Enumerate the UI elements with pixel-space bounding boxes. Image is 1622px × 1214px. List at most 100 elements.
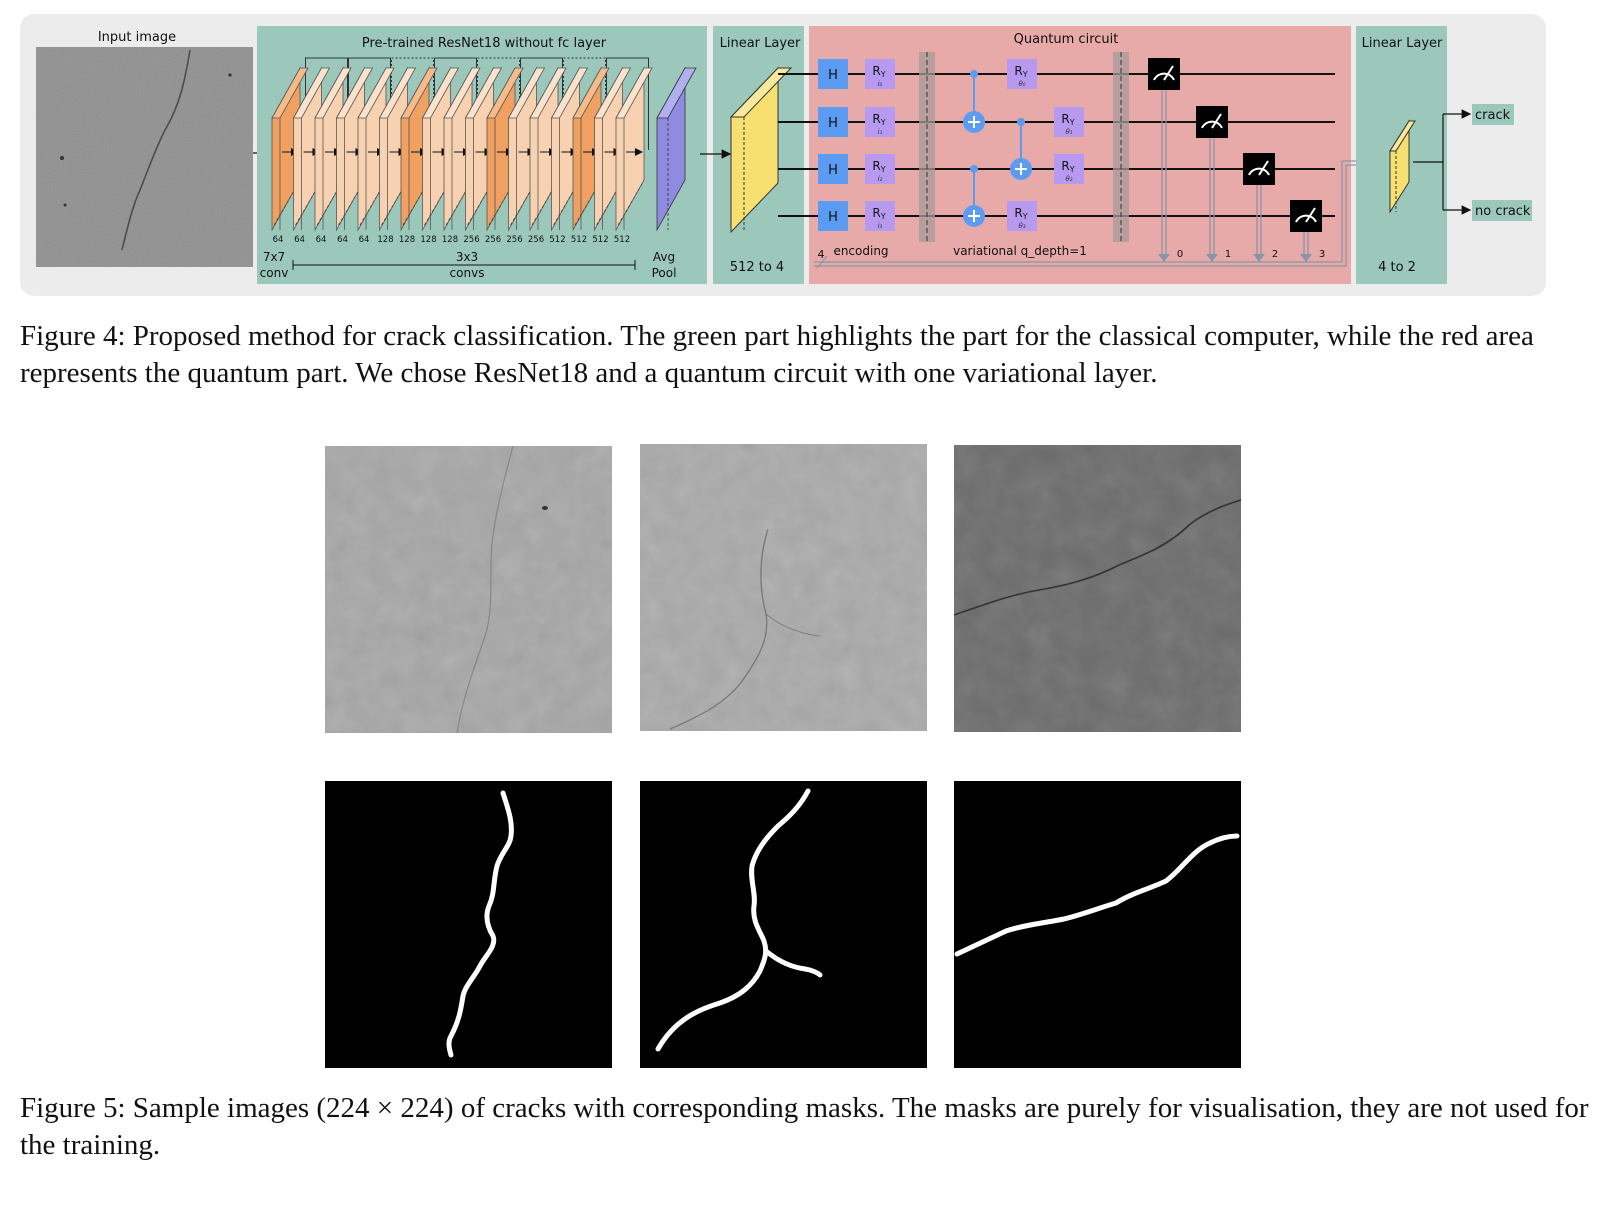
conv-layer: [443, 66, 481, 232]
svg-text:i₂: i₂: [878, 175, 883, 183]
channel-label: 128: [377, 235, 393, 245]
conv7-label-2: conv: [260, 266, 289, 280]
channel-label: 512: [549, 235, 565, 245]
output-crack-box: [1472, 104, 1514, 125]
sample-image-1: [325, 446, 612, 733]
quantum-title: Quantum circuit: [1014, 32, 1119, 47]
linear2-block: [1389, 119, 1416, 214]
measurement-gate: 3: [1290, 200, 1325, 262]
figure5-caption: Figure 5: Sample images (224 × 224) of c…: [20, 1092, 1589, 1161]
svg-text:H: H: [828, 68, 838, 83]
hadamard-gate: H: [818, 154, 848, 184]
svg-text:H: H: [828, 210, 838, 225]
conv3-label-2: convs: [450, 266, 485, 280]
figure4-caption: Figure 4: Proposed method for crack clas…: [20, 320, 1534, 389]
svg-text:i₀: i₀: [878, 80, 883, 88]
cnot-gate: [963, 165, 985, 227]
encoding-label: encoding: [833, 244, 888, 258]
channel-label: 256: [528, 235, 544, 245]
measure-index: 2: [1272, 249, 1278, 260]
channel-label: 256: [485, 235, 501, 245]
measure-index: 3: [1319, 249, 1325, 260]
output-no-crack-box: [1472, 200, 1532, 221]
hadamard-gate: H: [818, 107, 848, 137]
linear1-title: Linear Layer: [720, 36, 801, 51]
measurement-gate: 1: [1196, 106, 1231, 262]
svg-text:θ₁: θ₁: [1065, 128, 1072, 136]
sample-mask-3: [954, 781, 1241, 1068]
linear1-sub: 512 to 4: [730, 260, 784, 275]
linear2-sub: 4 to 2: [1378, 260, 1416, 275]
variational-label: variational q_depth=1: [953, 244, 1087, 258]
sample-mask-1: [325, 781, 612, 1068]
svg-text:θ₂: θ₂: [1065, 175, 1072, 183]
barrier-1: [919, 52, 935, 242]
svg-text:i₁: i₁: [878, 128, 883, 136]
register-size: 4: [818, 248, 825, 261]
channel-label: 64: [316, 235, 327, 245]
linear1-block: [729, 66, 793, 234]
sample-image-3: [954, 445, 1241, 732]
hadamard-gate: H: [818, 59, 848, 89]
svg-text:θ₃: θ₃: [1018, 222, 1025, 230]
barrier-2: [1113, 52, 1129, 242]
input-image-label: Input image: [98, 30, 176, 45]
channel-label: 256: [463, 235, 479, 245]
conv-layer: [335, 66, 374, 232]
channel-label: 512: [571, 235, 587, 245]
channel-label: 128: [420, 235, 436, 245]
conv-layer: [550, 66, 589, 232]
conv-layer: [464, 66, 503, 232]
measure-index: 1: [1225, 249, 1231, 260]
channel-label: 512: [614, 235, 630, 245]
conv-layer: [507, 66, 546, 232]
cnot-gate: [1010, 118, 1032, 180]
conv-layer: [593, 66, 632, 232]
output-crack: crack: [1475, 108, 1511, 123]
avgpool-layer: [656, 66, 697, 232]
channel-label: 64: [273, 235, 284, 245]
measure-index: 0: [1177, 249, 1183, 260]
channel-label: 512: [592, 235, 608, 245]
conv-layer: [292, 66, 331, 232]
sample-mask-2: [640, 781, 927, 1068]
conv-layer: [572, 66, 610, 232]
conv-layer: [271, 66, 309, 232]
channel-label: 64: [337, 235, 348, 245]
channel-label: 64: [294, 235, 305, 245]
measurement-gate: 2: [1243, 153, 1278, 262]
svg-text:θ₀: θ₀: [1018, 80, 1025, 88]
conv-layer: [421, 66, 460, 232]
channel-label: 128: [399, 235, 415, 245]
svg-text:i₃: i₃: [878, 222, 883, 230]
conv-layer: [529, 66, 567, 232]
conv7-label-1: 7x7: [263, 250, 285, 264]
conv3-label-1: 3x3: [456, 250, 478, 264]
conv-layer: [378, 66, 417, 232]
conv-layer: [400, 66, 438, 232]
output-no-crack: no crack: [1475, 204, 1531, 219]
architecture-diagram: Input image Pre-trained ResNet18 without…: [20, 14, 1546, 296]
linear2-title: Linear Layer: [1362, 36, 1443, 51]
cnot-gate: [963, 70, 985, 133]
measurement-gate: 0: [1148, 58, 1183, 262]
conv-layer: [615, 66, 653, 232]
avgpool-label-2: Pool: [652, 266, 677, 280]
hadamard-gate: H: [818, 201, 848, 231]
resnet-layers: [271, 57, 697, 232]
output-arrows: [1413, 109, 1472, 215]
resnet-title: Pre-trained ResNet18 without fc layer: [362, 36, 607, 51]
channel-label: 128: [442, 235, 458, 245]
svg-text:H: H: [828, 163, 838, 178]
avgpool-label-1: Avg: [653, 250, 675, 264]
